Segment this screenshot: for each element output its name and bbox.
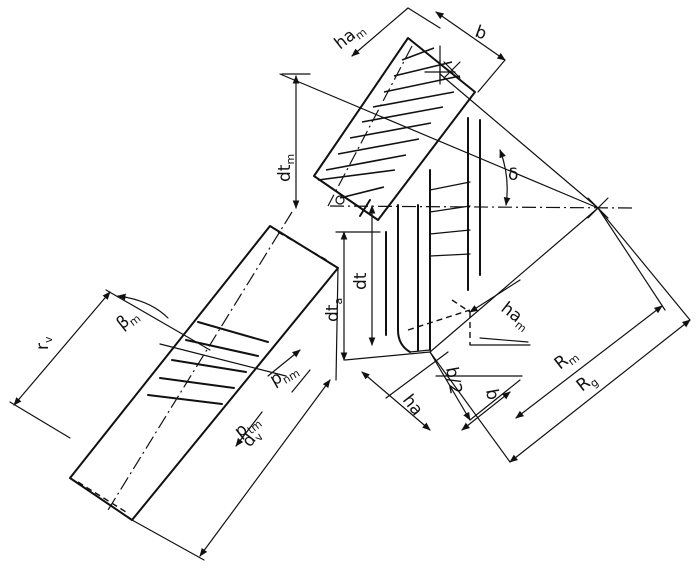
label-pnm: pnm — [267, 359, 303, 392]
label-b-half: b/2 — [441, 365, 465, 395]
label-dtm: dtm — [275, 154, 297, 182]
upper-tooth-outline — [313, 37, 476, 221]
cylinder-axis — [107, 211, 293, 511]
ham-right-dim — [469, 279, 521, 313]
label-dta: dta — [323, 298, 345, 322]
ha-bottom-dim — [361, 371, 431, 431]
pnm-dim — [267, 349, 301, 377]
label-ham-right: ham — [496, 298, 535, 335]
label-delta: δ — [508, 165, 518, 185]
rv-dim — [13, 291, 111, 406]
label-ham-top: ham — [331, 19, 370, 56]
label-ha-bottom: ha — [398, 391, 427, 420]
back-cone-line — [279, 73, 599, 209]
beta-m-arc — [117, 293, 169, 319]
pitch-point-marker — [335, 195, 345, 205]
delta-angle-arc — [499, 149, 511, 206]
label-b-top: b — [472, 22, 489, 44]
ham-top-dim — [351, 7, 409, 57]
b-bottom-dim — [461, 391, 511, 431]
rm-dim — [515, 305, 663, 419]
upper-tooth-section — [313, 37, 476, 221]
cylinder-top-hidden — [277, 231, 331, 263]
labels: ham b dtm δ dt dta ham rv βm pnm ptm dv … — [33, 19, 601, 451]
gear-side-profile — [344, 117, 481, 361]
upper-tooth-hatching — [317, 47, 461, 199]
helix-line — [197, 321, 269, 343]
label-rv: rv — [33, 336, 55, 350]
dv-dim — [199, 379, 331, 557]
tooth-pitch-line — [327, 45, 413, 207]
cylinder-bottom-hidden — [77, 481, 127, 513]
b-top-dim — [435, 11, 506, 61]
cone-apex-marker — [587, 197, 609, 219]
dimension-lines — [9, 7, 691, 561]
label-dt: dt — [351, 272, 371, 290]
label-b-bottom: b — [481, 387, 503, 401]
gear-axis — [329, 205, 633, 209]
pitch-cone-line — [429, 207, 599, 353]
rg-dim — [509, 319, 691, 463]
virtual-cylinder — [69, 211, 339, 521]
